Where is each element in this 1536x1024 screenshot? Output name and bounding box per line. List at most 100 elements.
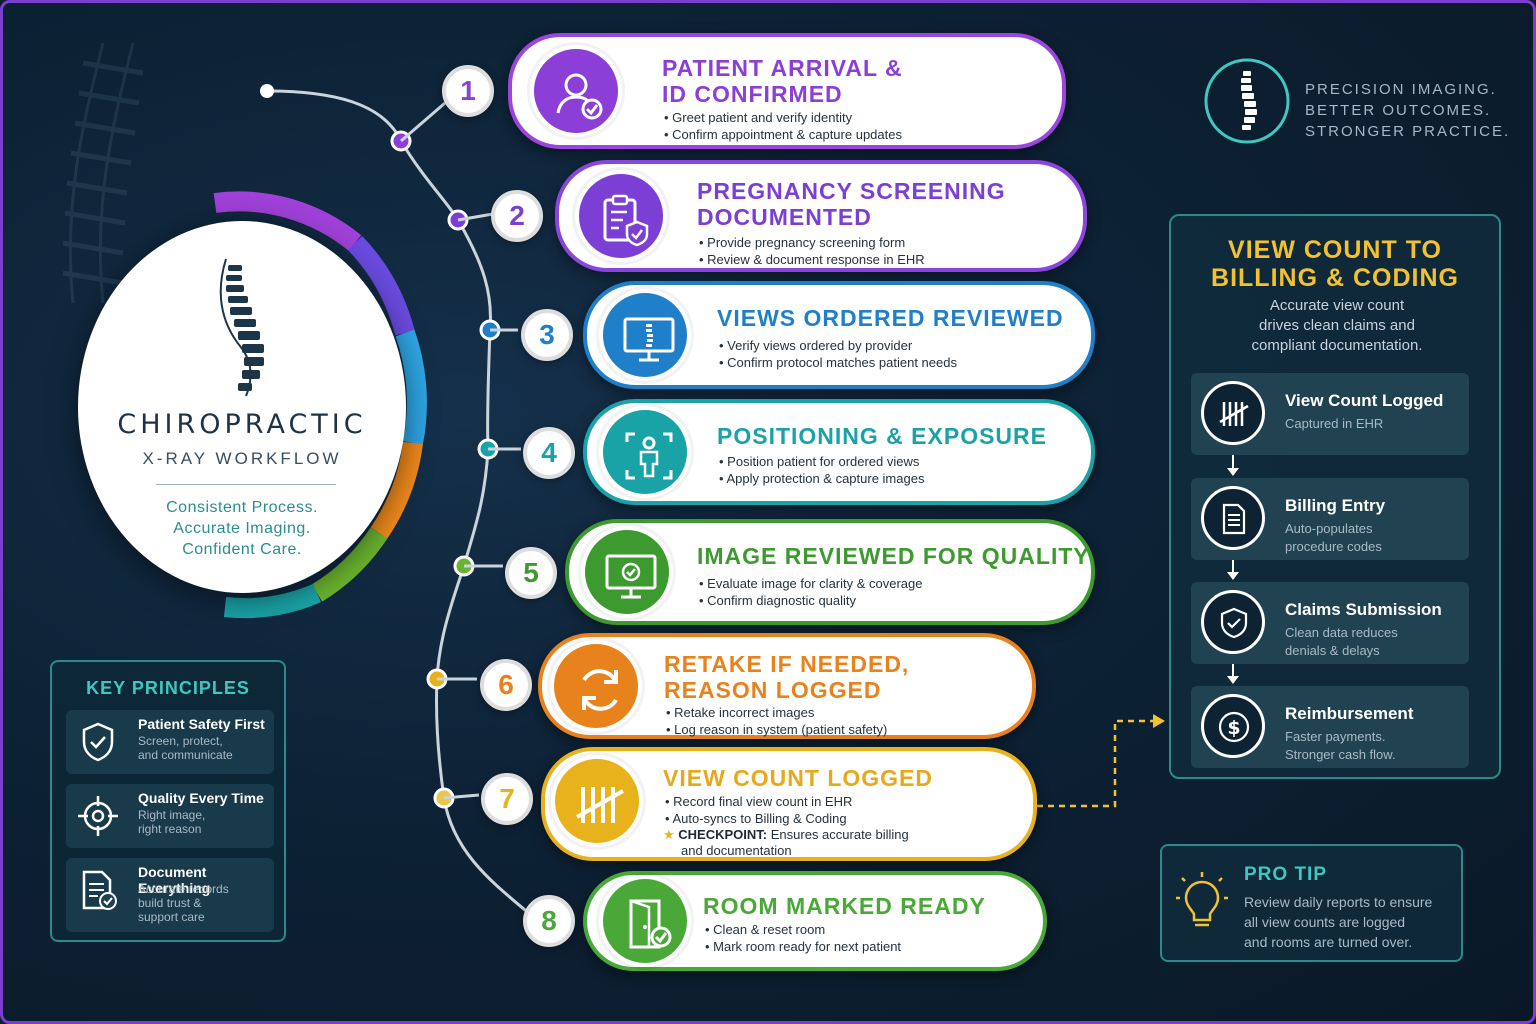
principle-title: Quality Every Time [138,790,264,806]
step-title: Views Ordered Reviewed [717,305,1064,331]
principle-subtitle: Screen, protect, and communicate [138,734,268,762]
step-bullet: Evaluate image for clarity & coverage [699,575,922,592]
step-bullets: Clean & reset room Mark room ready for n… [705,921,901,955]
principle-subtitle-line: right reason [138,822,202,836]
step-title-line: Retake if Needed, [664,651,910,677]
step-card-4[interactable]: 4 Positioning & Exposure Position patien… [523,399,1095,505]
billing-connector-arrowhead [1153,714,1165,728]
step-card-7[interactable]: 7 View Count Logged Record final view co… [481,747,1037,861]
step-title: Room Marked Ready [703,893,986,919]
step-title-line: Reason Logged [664,677,882,703]
pro-tip-heading: PRO TIP [1244,864,1328,885]
tally-icon [576,787,624,823]
billing-icon-circle [1201,381,1265,445]
billing-coding-panel: VIEW COUNT TO BILLING & CODING Accurate … [1169,214,1501,779]
step-icon-circle [599,406,691,498]
checkpoint-label: CHECKPOINT: [678,827,768,842]
step-icon-circle [581,526,673,618]
step-card-1[interactable]: 1 Patient Arrival & ID Confirmed Greet p… [442,33,1066,149]
step-bullet: Record final view count in EHR [665,793,852,810]
checkpoint-text: Ensures accurate billing [770,827,909,842]
pro-tip-line: and rooms are turned over. [1244,934,1413,950]
step-card-2[interactable]: 2 Pregnancy Screening Documented Provide… [491,160,1087,272]
step-title-line: Image Reviewed for Quality [697,543,1090,569]
lightbulb-icon [1176,872,1228,927]
principle-item: Document Everything Accurate records bui… [66,858,274,932]
step-card-5[interactable]: 5 Image Reviewed for Quality Evaluate im… [505,519,1095,625]
principle-title: Patient Safety First [138,716,265,732]
step-number: 4 [523,427,575,479]
step-title: Retake if Needed, Reason Logged [664,651,909,703]
principle-subtitle: Accurate records build trust & support c… [138,882,268,924]
step-card-3[interactable]: 3 Views Ordered Reviewed Verify views or… [521,281,1095,389]
spine-badge-icon [1204,58,1290,144]
connector-dots [390,101,521,809]
principle-subtitle-line: build trust & [138,896,202,910]
step-title-line: Pregnancy Screening [697,178,1006,204]
step-icon-circle [599,289,691,381]
step-title-line: Patient Arrival & [662,55,903,81]
step-title-line: Room Marked Ready [703,893,986,919]
step-link [443,793,480,800]
step-bullet: Confirm appointment & capture updates [664,126,902,143]
principle-subtitle-line: Screen, protect, [138,734,223,748]
spine-logo-icon [219,258,264,397]
principle-subtitle: Right image, right reason [138,808,268,836]
key-principles-heading: KEY PRINCIPLES [86,678,250,698]
billing-icon-circle [1201,486,1265,550]
step-icon-circle [551,755,643,847]
tally-icon [1219,402,1249,426]
step-number: 7 [481,773,533,825]
billing-description-line: Accurate view count [1269,297,1405,314]
step-bullet: Mark room ready for next patient [705,938,901,955]
step-bullet: Log reason in system (patient safety) [666,721,887,738]
billing-step-title: Billing Entry [1285,496,1386,515]
door-check-icon [629,899,672,949]
document-icon [1222,503,1246,535]
step-bullets: Retake incorrect images Log reason in sy… [666,704,887,738]
billing-flow-arrows [1227,455,1239,684]
step-icon-circle [550,640,642,732]
billing-step-title: Claims Submission [1285,600,1442,619]
step-bullets: Verify views ordered by provider Confirm… [719,337,957,371]
step-card-8[interactable]: 8 Room Marked Ready Clean & reset room M… [523,871,1047,971]
shield-check-icon [82,722,114,762]
pro-tip-line: Review daily reports to ensure [1244,894,1433,910]
billing-step: Claims Submission Clean data reduces den… [1191,582,1469,664]
step-card-6[interactable]: 6 Retake if Needed, Reason Logged Retake… [480,633,1036,739]
step-link [400,101,446,143]
key-principles-panel: KEY PRINCIPLES Patient Safety First Scre… [50,660,286,942]
step-link [457,212,494,222]
billing-icon-circle [1201,590,1265,654]
dollar-icon: $ [1218,711,1250,743]
billing-heading: VIEW COUNT TO BILLING & CODING [1171,236,1499,292]
step-bullet: Review & document response in EHR [699,251,925,268]
hub-divider [156,484,336,485]
step-number: 6 [480,659,532,711]
billing-step-desc-line: Faster payments. [1285,729,1386,744]
billing-step: $ Reimbursement Faster payments. Stronge… [1191,686,1469,768]
principle-subtitle-line: and communicate [138,748,233,762]
step-title-line: ID Confirmed [662,81,843,107]
billing-step-title: Reimbursement [1285,704,1414,723]
checkpoint-note: ★ CHECKPOINT: Ensures accurate billing a… [663,827,909,859]
step-bullets: Provide pregnancy screening form Review … [699,234,925,268]
billing-step-desc: Captured in EHR [1285,415,1455,433]
billing-step-desc-line: procedure codes [1285,539,1382,554]
monitor-check-icon [605,554,657,599]
user-check-icon [556,73,603,120]
tagline-line: BETTER OUTCOMES. [1305,102,1492,119]
hub-tagline-line: Confident Care. [182,541,302,558]
hub-color-ring [213,191,427,619]
hub-tagline-line: Consistent Process. [166,499,318,516]
target-icon [78,796,118,836]
spine-watermark [62,42,144,304]
step-title: Image Reviewed for Quality [697,543,1090,569]
refresh-icon [582,669,618,711]
step-icon-circle [530,45,622,137]
step-bullets: Position patient for ordered views Apply… [719,453,924,487]
step-number: 5 [505,547,557,599]
step-bullet: Verify views ordered by provider [719,337,957,354]
step-bullets: Record final view count in EHR Auto-sync… [665,793,852,827]
